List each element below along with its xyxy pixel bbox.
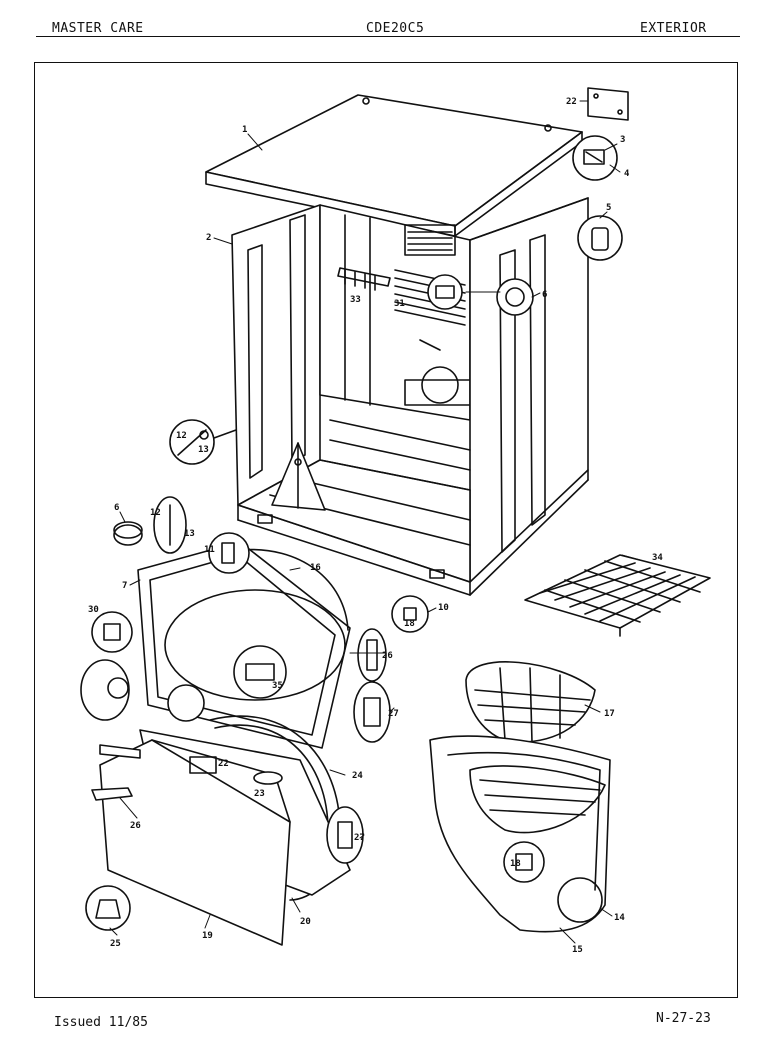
callout-35: 35	[272, 681, 283, 691]
callout-30: 30	[88, 605, 99, 615]
callout-26-door: 26	[130, 821, 141, 831]
callout-5: 5	[606, 203, 611, 213]
callout-25: 25	[110, 939, 121, 949]
callout-34: 34	[652, 553, 663, 563]
callout-24: 24	[352, 771, 363, 781]
callout-7: 7	[122, 581, 127, 591]
callout-16: 16	[310, 563, 321, 573]
callout-12-cabinet: 12	[176, 431, 187, 441]
callout-13-cabinet: 13	[198, 445, 209, 455]
callout-11: 11	[204, 545, 215, 555]
leader-lines	[109, 100, 641, 944]
door-assembly	[85, 715, 364, 946]
callout-1: 1	[242, 125, 247, 135]
callout-15: 15	[572, 945, 583, 955]
cabinet-body	[231, 197, 589, 596]
header-rule	[36, 36, 740, 37]
callout-14: 14	[614, 913, 625, 923]
callout-31: 31	[394, 299, 405, 309]
footer-issued-date: Issued 11/85	[54, 1015, 148, 1030]
callout-3: 3	[620, 135, 625, 145]
callout-33: 33	[350, 295, 361, 305]
header-section-title: MASTER CARE	[52, 21, 144, 36]
callout-6-knob: 6	[114, 503, 119, 513]
front-panel	[80, 496, 429, 749]
callout-2: 2	[206, 233, 211, 243]
small-parts-upper	[169, 87, 629, 465]
header-section-name: EXTERIOR	[640, 21, 707, 36]
callout-22-door: 22	[218, 759, 229, 769]
header-model-number: CDE20C5	[366, 21, 425, 36]
callout-27-upper: 27	[388, 709, 399, 719]
callout-22-plate: 22	[566, 97, 577, 107]
cabinet-top	[205, 94, 583, 237]
callout-19: 19	[202, 931, 213, 941]
footer-page-code: N-27-23	[656, 1011, 711, 1026]
callout-numbers: 1 2 3 4 5 6 6 7 10 11 12 13 12 13 14 15 …	[88, 97, 663, 955]
callout-26-panel: 26	[382, 651, 393, 661]
callout-13-panel: 13	[184, 529, 195, 539]
callout-17: 17	[604, 709, 615, 719]
lint-duct	[429, 661, 611, 933]
callout-18-panel: 18	[404, 619, 415, 629]
rack-34	[524, 554, 711, 637]
callout-12-panel: 12	[150, 508, 161, 518]
callout-27-lower: 27	[354, 833, 365, 843]
callout-18-duct: 18	[510, 859, 521, 869]
callout-6-cabinet: 6	[542, 290, 547, 300]
callout-23: 23	[254, 789, 265, 799]
callout-10: 10	[438, 603, 449, 613]
diagram-frame	[34, 62, 738, 998]
callout-4: 4	[624, 169, 630, 179]
callout-20: 20	[300, 917, 311, 927]
